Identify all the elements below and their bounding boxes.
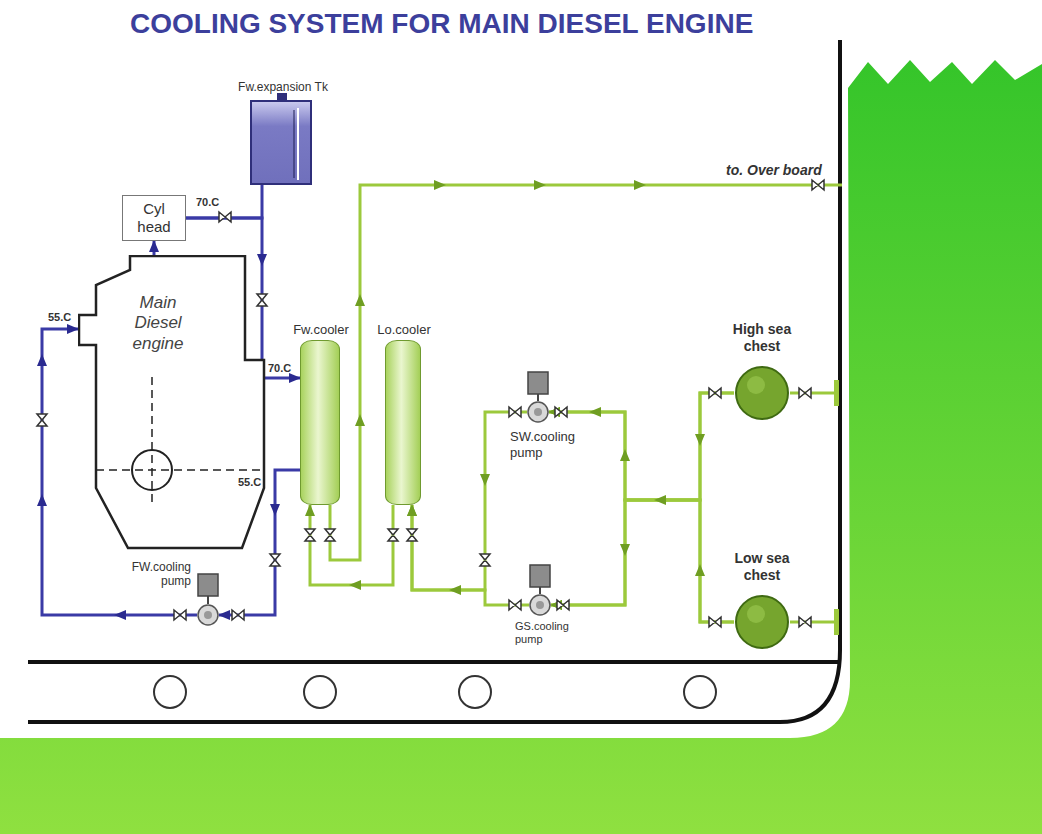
sea-water-pipe: [310, 505, 393, 585]
pump-motor: [530, 565, 550, 587]
pump-label: FW.cooling pump: [123, 560, 191, 589]
engine-label: Main Diesel engine: [116, 293, 200, 354]
sea-chest-symbol: [734, 365, 790, 421]
tank-label: Fw.expansion Tk: [227, 80, 339, 94]
pump-label: SW.cooling pump: [510, 429, 590, 460]
sea-water-pipe: [412, 505, 529, 605]
tank-vent: [277, 93, 287, 100]
low-sea-chest: Low sea chest: [734, 594, 790, 650]
cylinder-head: Cyl head: [122, 195, 186, 241]
sea-water-pipe: [412, 412, 527, 590]
pump-motor: [198, 574, 218, 596]
sea-inlet-pipe: [790, 392, 838, 395]
double-bottom-hole: [684, 676, 716, 708]
cooler-label: Fw.cooler: [281, 322, 361, 338]
flow-arrows: [37, 254, 280, 620]
sea-chest-shine: [747, 376, 765, 394]
diagram-title: COOLING SYSTEM FOR MAIN DIESEL ENGINE: [130, 8, 753, 40]
gauge-line: [294, 110, 295, 178]
double-bottom-hole: [459, 676, 491, 708]
temperature-label: 55.C: [238, 476, 261, 489]
inner-bottom: [28, 660, 840, 664]
gs-cooling-pump: GS.cooling pump: [529, 594, 551, 616]
pump-casing: [198, 605, 218, 625]
sea-chest-body: [736, 367, 788, 419]
sea-chest-label: Low sea chest: [722, 550, 802, 584]
fw-cooling-pump: FW.cooling pump: [197, 604, 219, 626]
sw-cooling-pump: SW.cooling pump: [527, 401, 549, 423]
motor-shaft: [537, 394, 539, 401]
pump-motor: [528, 372, 548, 394]
temperature-label: 70.C: [196, 196, 219, 209]
ship-hull: [28, 40, 840, 722]
double-bottom-hole: [154, 676, 186, 708]
high-sea-chest: High sea chest: [734, 365, 790, 421]
crankcase-line: [96, 469, 264, 471]
pump-impeller: [536, 601, 544, 609]
cylinder-head-label: Cyl head: [129, 200, 179, 236]
pump-symbol: [527, 401, 549, 423]
sea-water-pipe: [551, 500, 734, 622]
pump-impeller: [534, 408, 542, 416]
main-engine: Main Diesel engine: [78, 255, 266, 550]
crankshaft: [132, 450, 172, 490]
pump-symbol: [529, 594, 551, 616]
sea-water-pipe: [549, 393, 734, 500]
sea-grating: [834, 380, 839, 406]
gauge-glass: [297, 108, 299, 180]
sea-chest-symbol: [734, 594, 790, 650]
temperature-label: 70.C: [268, 362, 291, 375]
lo-cooler: Lo.cooler: [385, 340, 421, 505]
pump-symbol: [197, 604, 219, 626]
motor-shaft: [539, 587, 541, 594]
sea-chest-body: [736, 596, 788, 648]
pump-label: GS.cooling pump: [515, 620, 575, 646]
tank-gauge: [252, 102, 310, 183]
expansion-tank: Fw.expansion Tk: [250, 100, 312, 185]
motor-shaft: [207, 596, 209, 604]
pump-casing: [528, 402, 548, 422]
piston-axis: [151, 377, 153, 507]
fw-cooler: Fw.cooler: [300, 340, 340, 505]
cooler-label: Lo.cooler: [364, 322, 444, 338]
fresh-water-pipe: [186, 185, 262, 218]
valve-symbols: [305, 180, 824, 627]
pump-casing: [530, 595, 550, 615]
valve-symbols: [37, 212, 280, 620]
sea-chest-label: High sea chest: [722, 321, 802, 355]
sea-grating: [834, 609, 839, 635]
sea-chest-shine: [747, 605, 765, 623]
double-bottom-hole: [304, 676, 336, 708]
overboard-label: to. Over board: [726, 162, 822, 179]
overboard-pipe: [330, 185, 842, 560]
pump-impeller: [204, 611, 212, 619]
flow-arrows: [349, 180, 705, 595]
sea-inlet-pipe: [790, 621, 838, 624]
sea-water: [0, 60, 1042, 834]
fresh-water-pipe: [153, 241, 156, 255]
sea-water-pipe: [549, 412, 734, 622]
engine-casing: [79, 256, 264, 548]
temperature-label: 55.C: [48, 311, 71, 324]
